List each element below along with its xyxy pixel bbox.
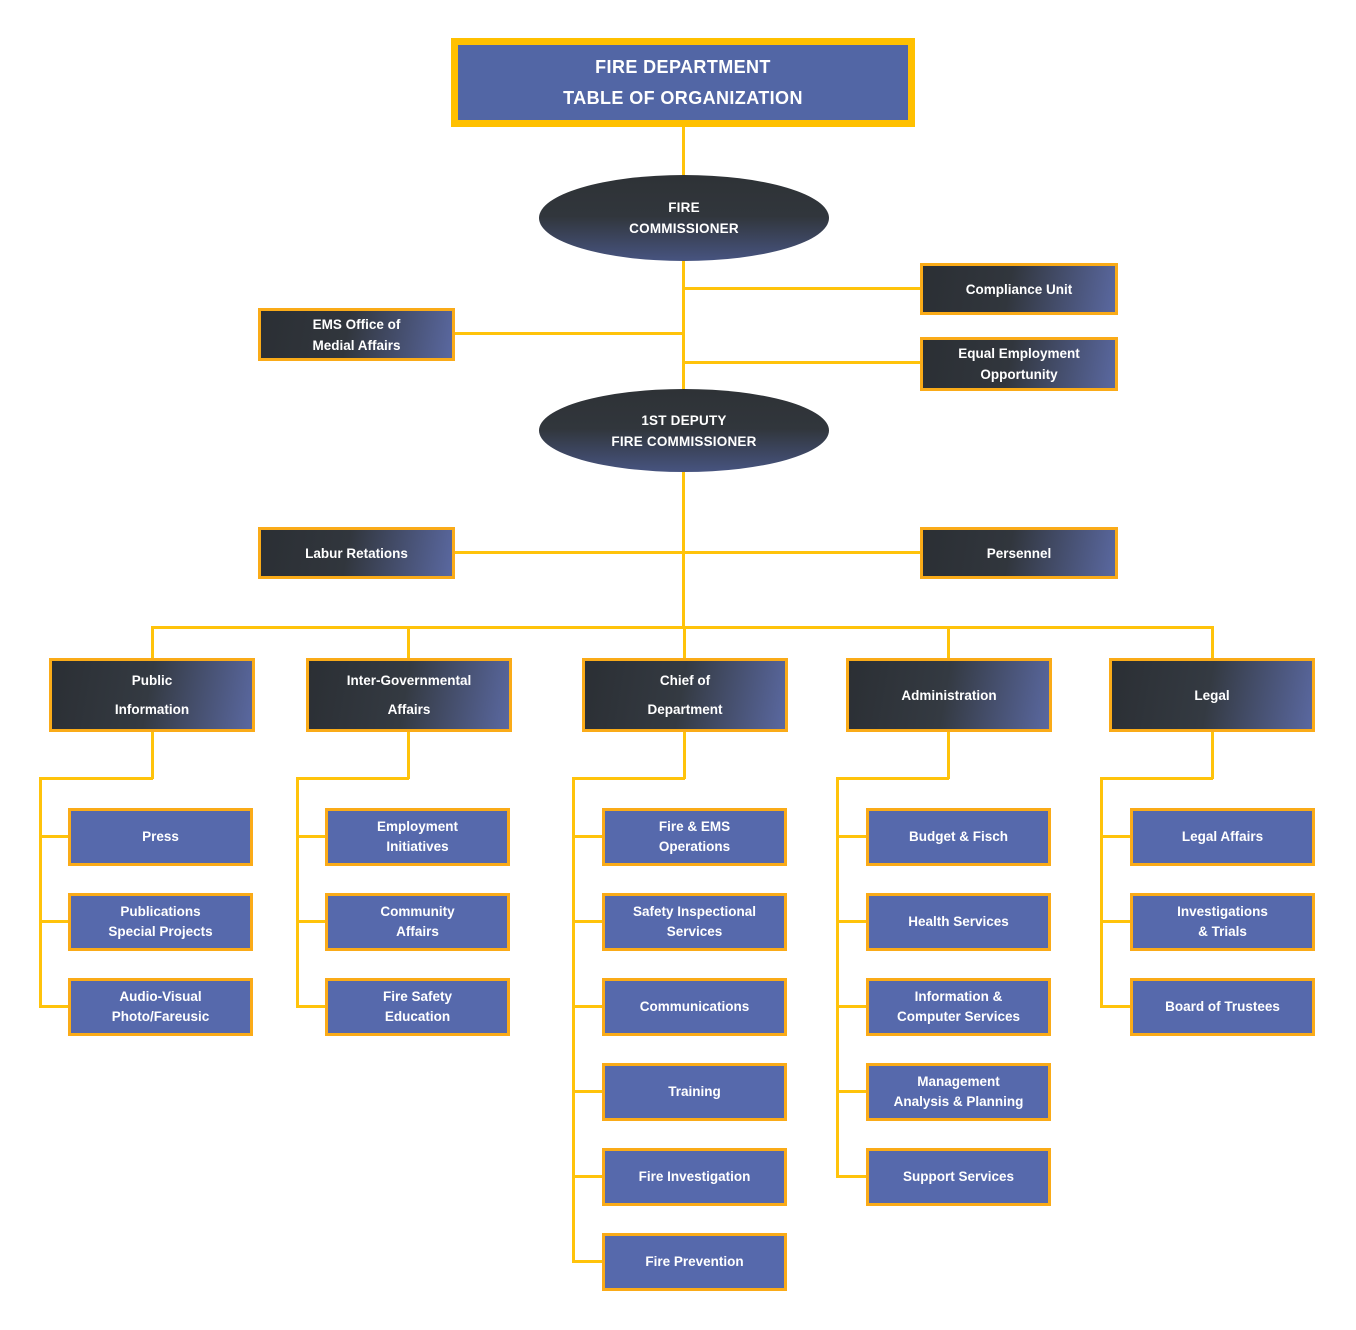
connector [1100, 1005, 1130, 1008]
connector [572, 1260, 602, 1263]
node-publications-special-projects: Publications Special Projects [68, 893, 253, 951]
connector [836, 777, 839, 1178]
node-audio-visual-photo-forensic: Audio-Visual Photo/Fareusic [68, 978, 253, 1036]
branch-public-information: Public Information [49, 658, 255, 732]
connector [407, 732, 410, 779]
connector [1100, 777, 1103, 1008]
node-community-affairs: Community Affairs [325, 893, 510, 951]
connector [572, 777, 685, 780]
node-fire-safety-education: Fire Safety Education [325, 978, 510, 1036]
branch-inter-governmental-affairs: Inter-Governmental Affairs [306, 658, 512, 732]
node-equal-employment-opportunity: Equal Employment Opportunity [920, 337, 1118, 391]
node-labor-relations: Labur Retations [258, 527, 455, 579]
branch-legal: Legal [1109, 658, 1315, 732]
connector [572, 835, 602, 838]
connector [836, 1005, 866, 1008]
node-ems-office-of-medical-affairs: EMS Office of Medial Affairs [258, 308, 455, 361]
node-employment-initiatives: Employment Initiatives [325, 808, 510, 866]
connector [682, 472, 685, 629]
node-compliance-unit: Compliance Unit [920, 263, 1118, 315]
node-board-of-trustees: Board of Trustees [1130, 978, 1315, 1036]
connector [947, 626, 950, 659]
connector [682, 127, 685, 176]
connector [151, 626, 154, 659]
node-health-services: Health Services [866, 893, 1051, 951]
connector [151, 732, 154, 779]
connector [296, 1005, 325, 1008]
connector [1100, 835, 1130, 838]
connector [572, 1175, 602, 1178]
connector [947, 732, 950, 779]
connector [1211, 626, 1214, 659]
node-fire-ems-operations: Fire & EMS Operations [602, 808, 787, 866]
connector [1100, 777, 1213, 780]
connector [39, 1005, 68, 1008]
node-budget-fiscal: Budget & Fisch [866, 808, 1051, 866]
branch-administration: Administration [846, 658, 1052, 732]
branch-chief-of-department: Chief of Department [582, 658, 788, 732]
fire-commissioner-ellipse: FIRE COMMISSIONER [539, 175, 829, 261]
connector [39, 777, 153, 780]
connector [836, 1090, 866, 1093]
node-legal-affairs: Legal Affairs [1130, 808, 1315, 866]
node-personnel: Persennel [920, 527, 1118, 579]
connector [683, 732, 686, 779]
node-safety-inspectional-services: Safety Inspectional Services [602, 893, 787, 951]
connector [682, 261, 685, 389]
connector [572, 777, 575, 1263]
title-box: FIRE DEPARTMENT TABLE OF ORGANIZATION [451, 38, 915, 127]
connector [836, 835, 866, 838]
connector [455, 332, 685, 335]
connector [455, 551, 920, 554]
connector [151, 626, 1214, 629]
node-support-services: Support Services [866, 1148, 1051, 1206]
connector [407, 626, 410, 659]
connector [1100, 920, 1130, 923]
connector [39, 920, 68, 923]
connector [296, 920, 325, 923]
node-press: Press [68, 808, 253, 866]
connector [296, 777, 409, 780]
connector [836, 920, 866, 923]
connector [572, 920, 602, 923]
connector [39, 835, 68, 838]
connector [683, 361, 920, 364]
node-information-computer-services: Information & Computer Services [866, 978, 1051, 1036]
node-training: Training [602, 1063, 787, 1121]
connector [572, 1090, 602, 1093]
connector [836, 1175, 866, 1178]
node-management-analysis-planning: Management Analysis & Planning [866, 1063, 1051, 1121]
node-fire-investigation: Fire Investigation [602, 1148, 787, 1206]
node-fire-prevention: Fire Prevention [602, 1233, 787, 1291]
node-communications: Communications [602, 978, 787, 1036]
connector [296, 777, 299, 1008]
connector [683, 626, 686, 659]
node-investigations-trials: Investigations & Trials [1130, 893, 1315, 951]
connector [296, 835, 325, 838]
connector [1211, 732, 1214, 779]
connector [572, 1005, 602, 1008]
connector [39, 777, 42, 1008]
connector [683, 287, 920, 290]
connector [836, 777, 949, 780]
first-deputy-fire-commissioner-ellipse: 1ST DEPUTY FIRE COMMISSIONER [539, 389, 829, 472]
